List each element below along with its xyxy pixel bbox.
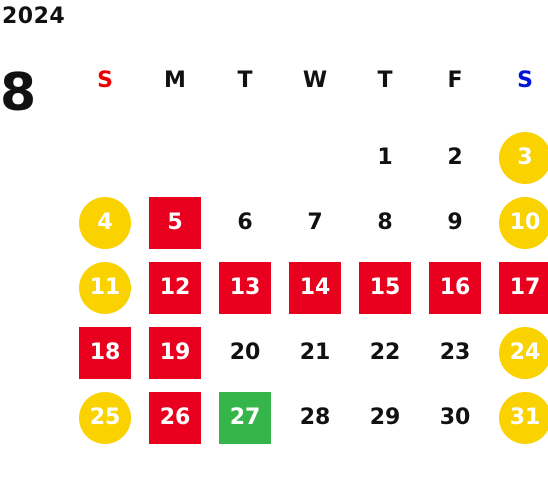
- holiday-day-square: 14: [289, 261, 341, 314]
- weekend-day-circle: 31: [499, 391, 548, 444]
- holiday-day-square: 12: [149, 261, 201, 314]
- weekend-day-circle: 4: [79, 196, 131, 249]
- holiday-day-square: 16: [429, 261, 481, 314]
- weekday-header: S M T W T F S: [70, 58, 548, 103]
- calendar-weeks: 1 2 3 4 5 6 7 8 9 10 11 12 13 14 15 16 1…: [70, 125, 548, 450]
- calendar-day: 7: [307, 209, 323, 235]
- weekend-day-circle: 3: [499, 131, 548, 184]
- calendar-day: 1: [377, 144, 393, 170]
- calendar-day: 28: [299, 404, 331, 430]
- week-row-3: 11 12 13 14 15 16 17: [70, 255, 548, 320]
- weekday-tuesday: T: [237, 68, 253, 93]
- weekday-sunday: S: [97, 68, 113, 93]
- calendar-day: 30: [439, 404, 471, 430]
- week-row-1: 1 2 3: [70, 125, 548, 190]
- holiday-day-square: 17: [499, 261, 548, 314]
- weekend-day-circle: 25: [79, 391, 131, 444]
- week-row-2: 4 5 6 7 8 9 10: [70, 190, 548, 255]
- calendar-day: 21: [299, 339, 331, 365]
- calendar-grid: S M T W T F S 1 2 3 4 5 6 7 8 9 10 11 12: [70, 58, 548, 450]
- month-label: 8: [0, 63, 37, 123]
- weekend-day-circle: 10: [499, 196, 548, 249]
- calendar-day: 6: [237, 209, 253, 235]
- weekday-wednesday: W: [302, 68, 328, 93]
- holiday-day-square: 15: [359, 261, 411, 314]
- calendar-day: 9: [447, 209, 463, 235]
- week-row-5: 25 26 27 28 29 30 31: [70, 385, 548, 450]
- year-label: 2024: [2, 4, 66, 29]
- weekday-friday: F: [447, 68, 463, 93]
- holiday-day-square: 19: [149, 326, 201, 379]
- weekend-day-circle: 11: [79, 261, 131, 314]
- weekend-day-circle: 24: [499, 326, 548, 379]
- holiday-day-square: 26: [149, 391, 201, 444]
- weekday-thursday: T: [377, 68, 393, 93]
- calendar-day: 23: [439, 339, 471, 365]
- highlighted-day-square: 27: [219, 391, 271, 444]
- holiday-day-square: 13: [219, 261, 271, 314]
- calendar-day: 8: [377, 209, 393, 235]
- holiday-day-square: 5: [149, 196, 201, 249]
- calendar-day: 22: [369, 339, 401, 365]
- holiday-day-square: 18: [79, 326, 131, 379]
- calendar-day: 20: [229, 339, 261, 365]
- calendar-day: 2: [447, 144, 463, 170]
- calendar-day: 29: [369, 404, 401, 430]
- weekday-saturday: S: [517, 68, 533, 93]
- week-row-4: 18 19 20 21 22 23 24: [70, 320, 548, 385]
- weekday-monday: M: [164, 68, 186, 93]
